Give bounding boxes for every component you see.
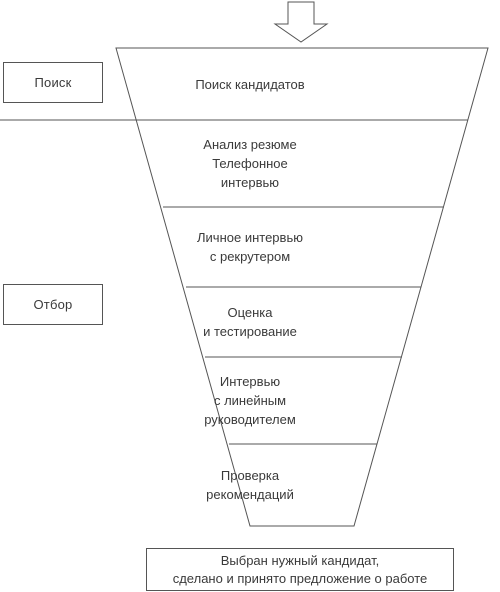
down-arrow-icon <box>273 1 329 43</box>
phase-selection-box: Отбор <box>3 284 103 325</box>
funnel-stage-resume-analysis: Анализ резюме Телефонное интервью <box>0 120 500 207</box>
result-box: Выбран нужный кандидат, сделано и принят… <box>146 548 454 591</box>
funnel-stage-label: Проверка рекомендаций <box>206 468 294 502</box>
funnel-stage-recruiter-interview: Личное интервью с рекрутером <box>0 207 500 287</box>
funnel-stage-label: Анализ резюме Телефонное интервью <box>203 137 297 190</box>
funnel-stage-reference-check: Проверка рекомендаций <box>0 444 500 526</box>
funnel-stage-candidate-search: Поиск кандидатов <box>0 48 500 120</box>
funnel-stage-assessment: Оценка и тестирование <box>0 287 500 357</box>
funnel-stage-manager-interview: Интервью с линейным руководителем <box>0 357 500 444</box>
phase-search-box: Поиск <box>3 62 103 103</box>
funnel-stage-label: Личное интервью с рекрутером <box>197 230 303 264</box>
phase-search-label: Поиск <box>34 75 72 90</box>
funnel-stage-label: Оценка и тестирование <box>203 305 297 339</box>
result-label: Выбран нужный кандидат, сделано и принят… <box>172 552 428 586</box>
funnel-stage-label: Поиск кандидатов <box>195 76 305 92</box>
funnel-stage-label: Интервью с линейным руководителем <box>204 374 296 427</box>
phase-selection-label: Отбор <box>33 297 73 312</box>
